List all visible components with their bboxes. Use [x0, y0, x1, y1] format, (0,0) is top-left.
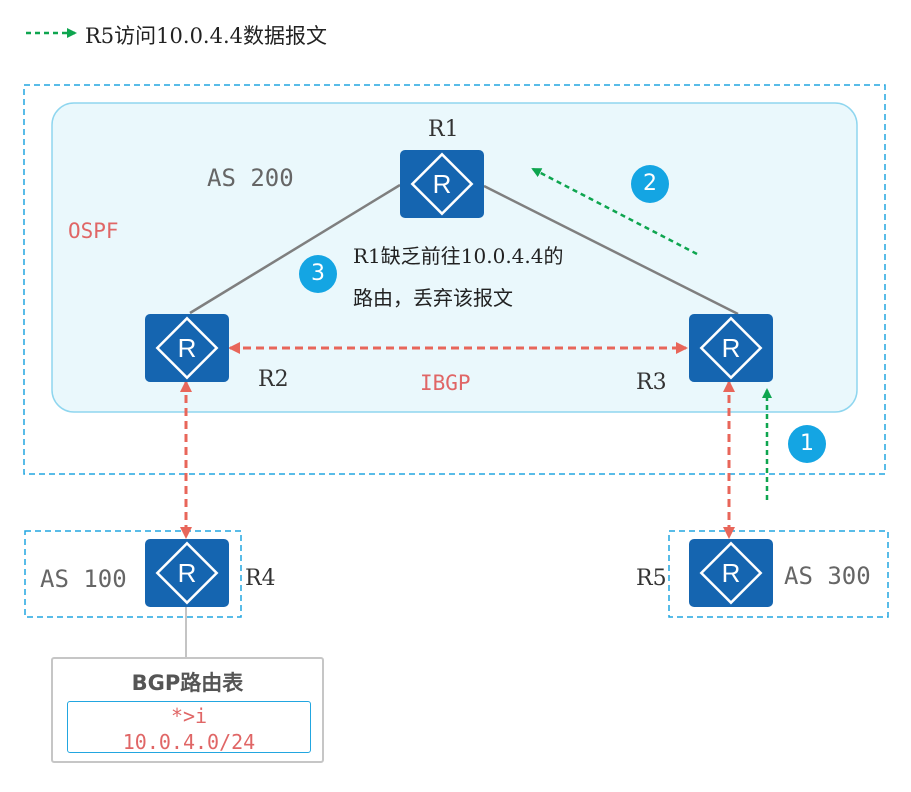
router-r1[interactable]: R — [400, 150, 484, 218]
router-icon: R — [699, 316, 763, 380]
router-r3[interactable]: R — [689, 314, 773, 382]
bgp-entry-flags: *>i — [170, 704, 208, 728]
router-icon: R — [410, 152, 474, 216]
legend-label: R5访问10.0.4.4数据报文 — [85, 24, 328, 48]
router-r5[interactable]: R — [689, 539, 773, 607]
bgp-table-entry: *>i 10.0.4.0/24 — [67, 701, 311, 754]
step-badge-2: 2 — [631, 165, 669, 203]
as300-boundary — [668, 530, 889, 618]
router-r4[interactable]: R — [145, 539, 229, 607]
router-icon: R — [699, 541, 763, 605]
drop-note-line2: 路由，丢弃该报文 — [353, 286, 513, 310]
step-badge-3: 3 — [299, 255, 337, 293]
router-r5-label: R5 — [636, 566, 667, 591]
bgp-table: BGP路由表 *>i 10.0.4.0/24 — [51, 657, 324, 763]
flow-arrow-r3-to-r1 — [531, 167, 698, 256]
svg-text:R: R — [722, 558, 741, 588]
router-r2-label: R2 — [258, 367, 289, 392]
bgp-table-title: BGP路由表 — [131, 671, 244, 695]
as200-boundary — [23, 84, 886, 475]
router-icon: R — [155, 316, 219, 380]
step-badge-1: 1 — [788, 425, 826, 463]
router-icon: R — [155, 541, 219, 605]
ibgp-label: IBGP — [420, 371, 471, 395]
as200-label: AS 200 — [207, 164, 294, 192]
as100-boundary — [24, 530, 242, 618]
as100-label: AS 100 — [40, 565, 127, 593]
as300-label: AS 300 — [784, 562, 871, 590]
link-r1-r3 — [483, 184, 739, 316]
link-r1-r2 — [189, 183, 401, 315]
ospf-label: OSPF — [68, 219, 119, 243]
router-r4-label: R4 — [245, 566, 276, 591]
svg-text:R: R — [722, 333, 741, 363]
router-r3-label: R3 — [636, 370, 667, 395]
svg-text:R: R — [178, 558, 197, 588]
svg-text:R: R — [433, 169, 452, 199]
router-r2[interactable]: R — [145, 314, 229, 382]
drop-note-line1: R1缺乏前往10.0.4.4的 — [353, 244, 564, 268]
svg-text:R: R — [178, 333, 197, 363]
bgp-entry-prefix: 10.0.4.0/24 — [122, 730, 256, 754]
router-r1-label: R1 — [428, 117, 459, 142]
